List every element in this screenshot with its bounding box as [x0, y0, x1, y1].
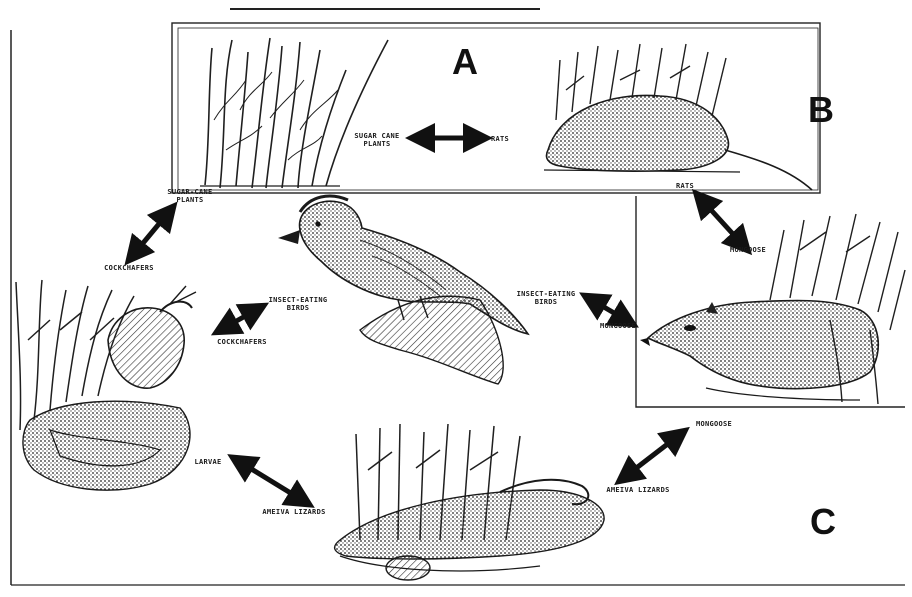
label-ameiva-lizards-right: AMEIVA LIZARDS — [588, 486, 688, 494]
label-rats-top: RATS — [482, 135, 518, 143]
arrow-birds-mongoose — [592, 300, 626, 320]
arrow-larvae-ameiva — [240, 462, 302, 500]
ameiva-lizard-illustration — [335, 424, 605, 580]
panel-letter-a: A — [452, 44, 478, 80]
sugar-cane-illustration-top — [200, 38, 388, 188]
label-insect-eating-birds-left: INSECT-EATING BIRDS — [252, 296, 344, 312]
arrow-mongoose-ameiva — [626, 436, 678, 476]
rat-illustration — [544, 44, 812, 190]
label-cockchafers-mid: COCKCHAFERS — [196, 338, 288, 346]
panel-letter-b: B — [808, 92, 834, 128]
label-larvae: LARVAE — [180, 458, 236, 466]
label-mongoose-right: MONGOOSE — [718, 246, 778, 254]
insect-eating-bird-illustration — [278, 196, 528, 384]
label-mongoose-bottom: MONGOOSE — [684, 420, 744, 428]
arrow-birds-cockchafers — [224, 310, 256, 328]
cockchafer-illustration — [16, 280, 196, 490]
label-cockchafers-left: COCKCHAFERS — [86, 264, 172, 272]
mongoose-illustration — [640, 214, 905, 404]
label-insect-eating-birds-right: INSECT-EATING BIRDS — [500, 290, 592, 306]
label-sugar-cane-plants-left: SUGAR-CANE PLANTS — [150, 188, 230, 204]
label-mongoose-mid: MONGOOSE — [588, 322, 648, 330]
label-rats-right: RATS — [668, 182, 702, 190]
label-sugar-cane-plants-top: SUGAR CANE PLANTS — [336, 132, 418, 148]
arrow-cane-cockchafers — [134, 213, 168, 254]
label-ameiva-lizards-bottom: AMEIVA LIZARDS — [244, 508, 344, 516]
panel-letter-c: C — [810, 504, 836, 540]
arrow-rats-mongoose — [702, 200, 742, 244]
